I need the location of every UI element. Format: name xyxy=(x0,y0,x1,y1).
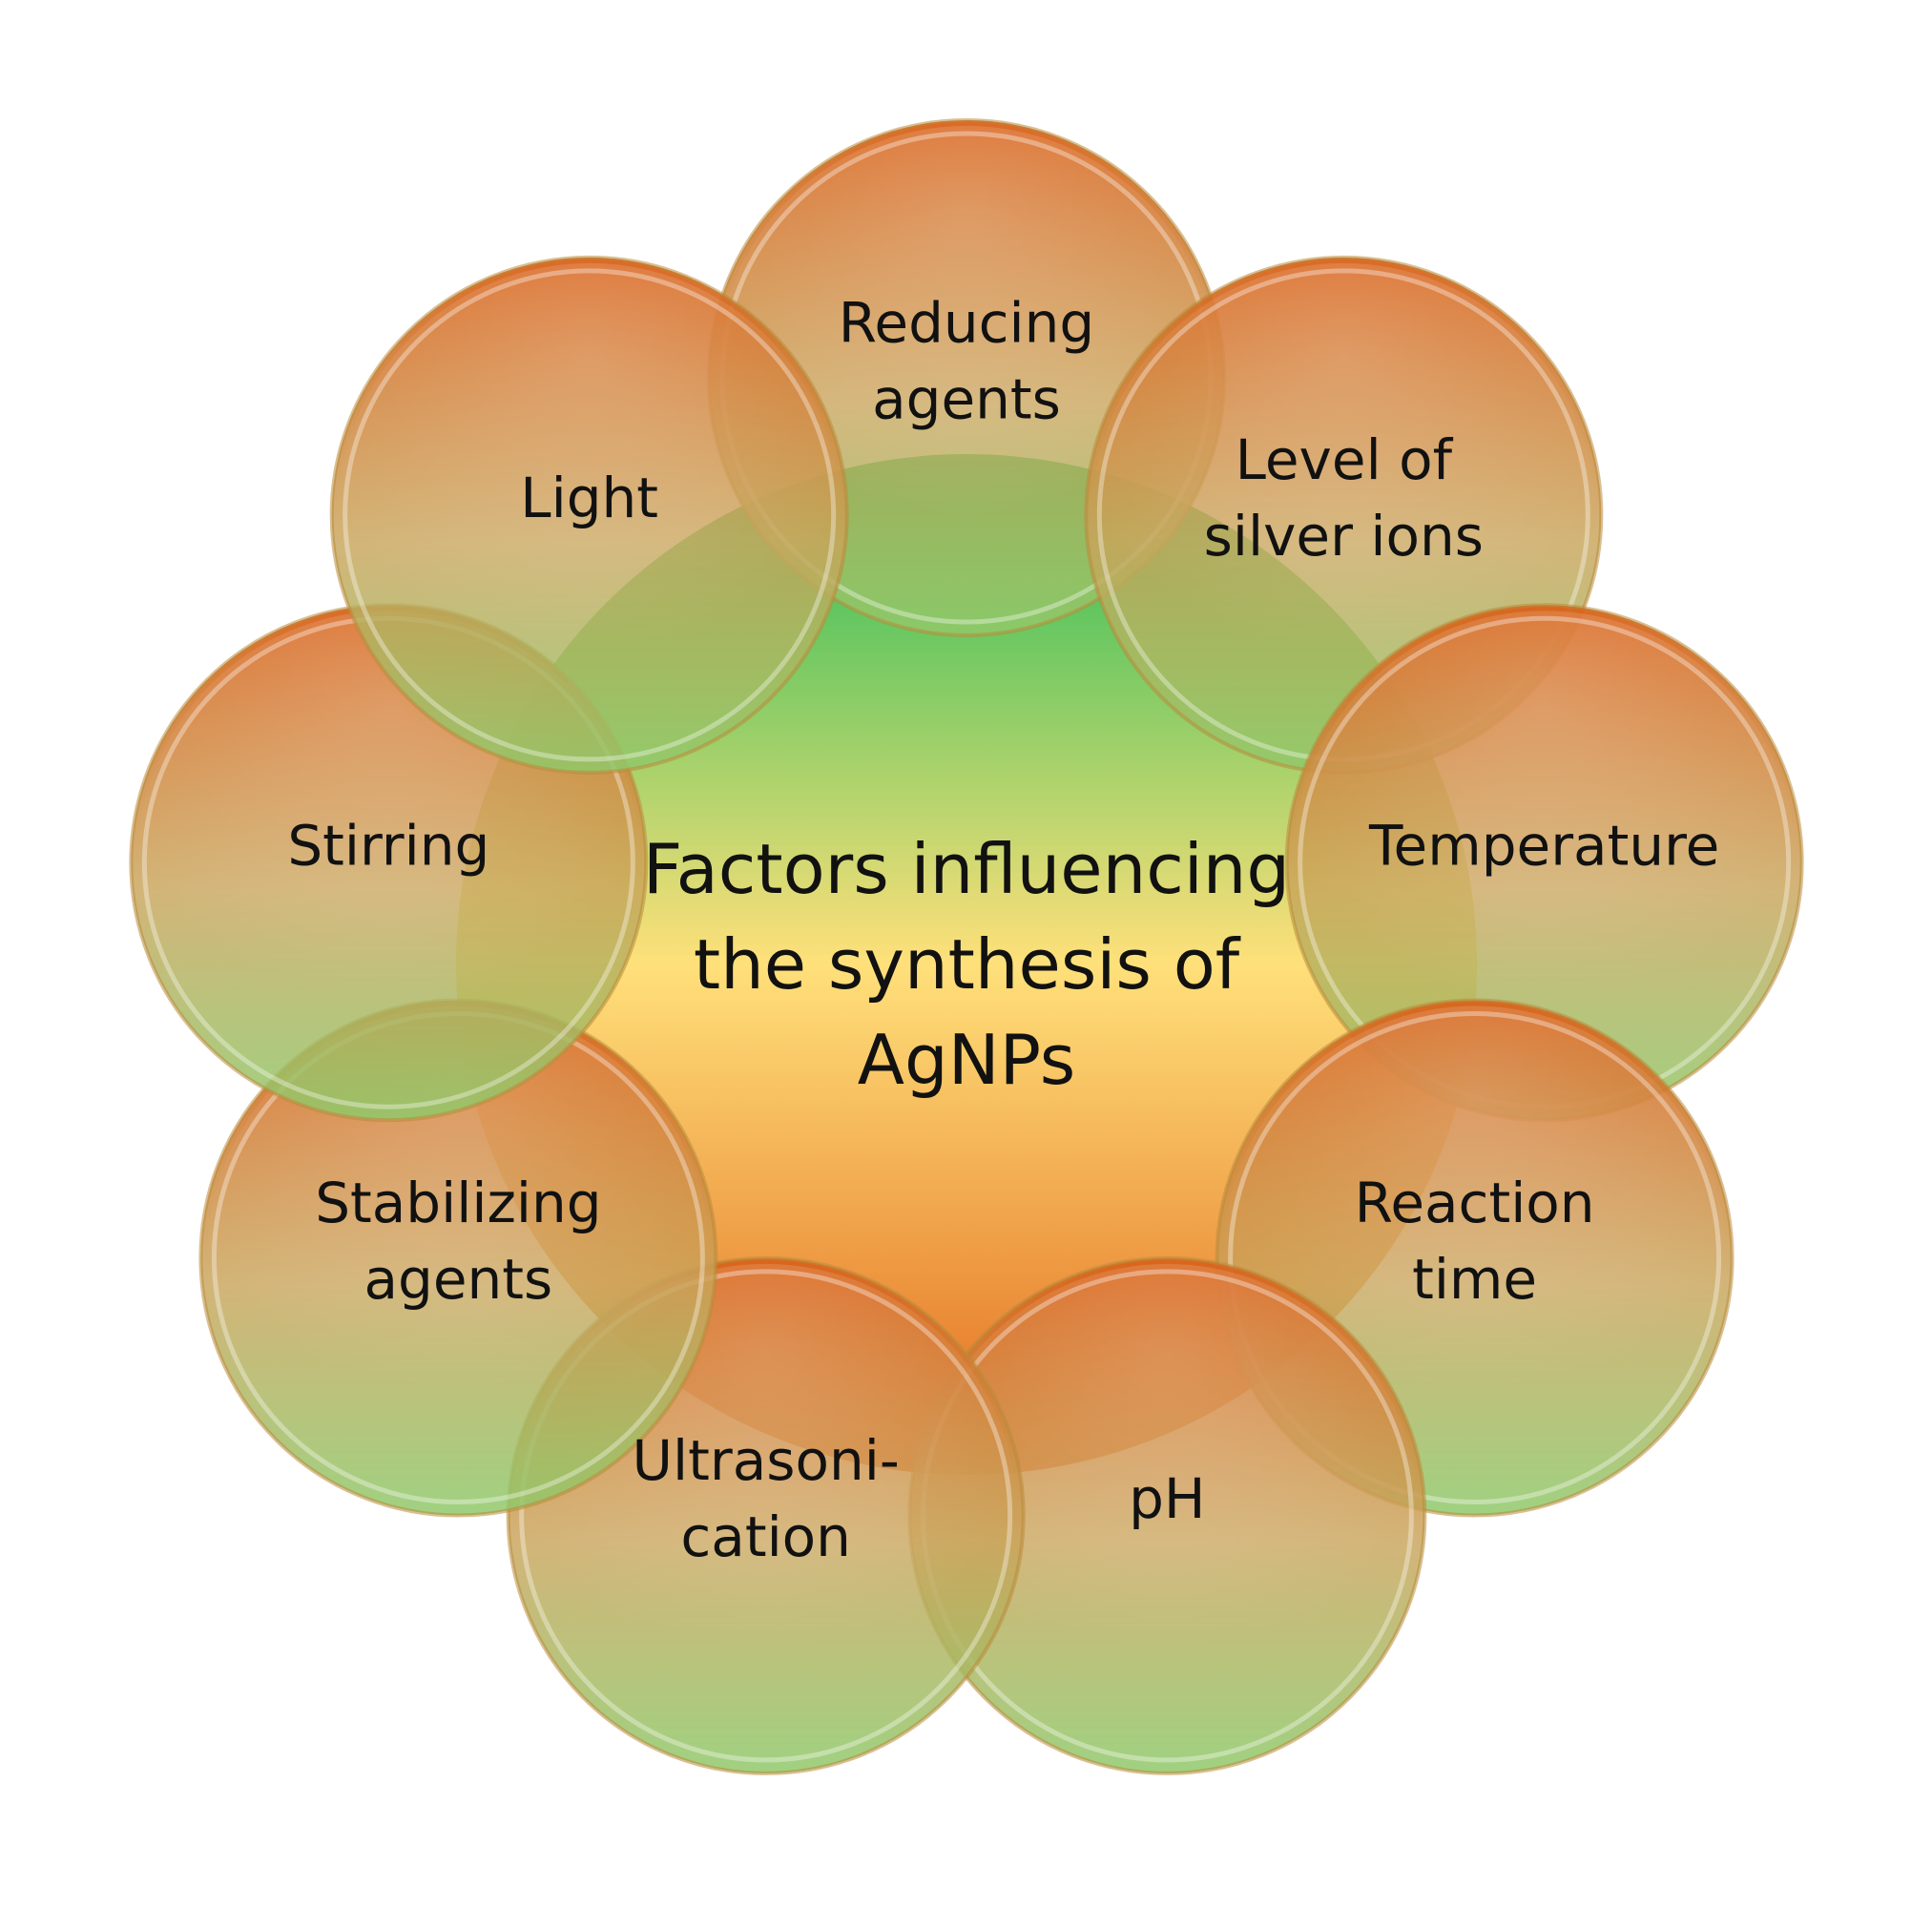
factor-stabilizing-agents xyxy=(198,998,718,1518)
center-title-line: AgNPs xyxy=(858,1020,1075,1100)
factor-label-line: Reaction xyxy=(1355,1171,1595,1235)
factor-label-stabilizing-agents: Stabilizing agents xyxy=(315,1171,601,1312)
factor-label-stirring: Stirring xyxy=(287,814,489,879)
factor-temperature xyxy=(1284,603,1804,1123)
factor-label-ph: pH xyxy=(1129,1466,1205,1531)
center-title: Factors influencing the synthesis of AgNPs xyxy=(643,829,1290,1100)
factor-label-line: Reducing xyxy=(839,290,1095,355)
factor-label-line: Temperature xyxy=(1368,814,1719,879)
factor-label-temperature: Temperature xyxy=(1368,814,1719,879)
factor-label-line: Level of xyxy=(1236,427,1454,492)
center-title-line: the synthesis of xyxy=(694,924,1241,1005)
factor-ph xyxy=(907,1255,1427,1775)
factor-label-line: cation xyxy=(680,1504,851,1569)
factor-label-line: Ultrasoni- xyxy=(633,1428,900,1493)
factor-label-reducing-agents: Reducing agents xyxy=(839,290,1095,431)
factor-label-light: Light xyxy=(520,466,658,530)
factor-shine xyxy=(206,1005,711,1510)
factor-light xyxy=(329,255,849,775)
factor-label-level-of-silver-ions: Level of silver ions xyxy=(1204,427,1484,569)
factor-shine xyxy=(1292,611,1797,1115)
center-title-line: Factors influencing xyxy=(643,829,1290,909)
factor-label-line: Light xyxy=(520,466,658,530)
factor-label-line: time xyxy=(1412,1247,1537,1312)
factor-label-line: silver ions xyxy=(1204,504,1484,569)
factor-label-reaction-time: Reaction time xyxy=(1355,1171,1595,1312)
factor-label-line: Stabilizing xyxy=(315,1171,601,1235)
factor-label-line: pH xyxy=(1129,1466,1205,1531)
factor-label-line: agents xyxy=(364,1247,553,1312)
factor-label-line: agents xyxy=(872,366,1061,431)
factor-label-line: Stirring xyxy=(287,814,489,879)
factor-shine xyxy=(337,262,841,767)
factor-shine xyxy=(915,1263,1420,1768)
factor-label-ultrasonication: Ultrasoni-cation xyxy=(633,1428,900,1569)
